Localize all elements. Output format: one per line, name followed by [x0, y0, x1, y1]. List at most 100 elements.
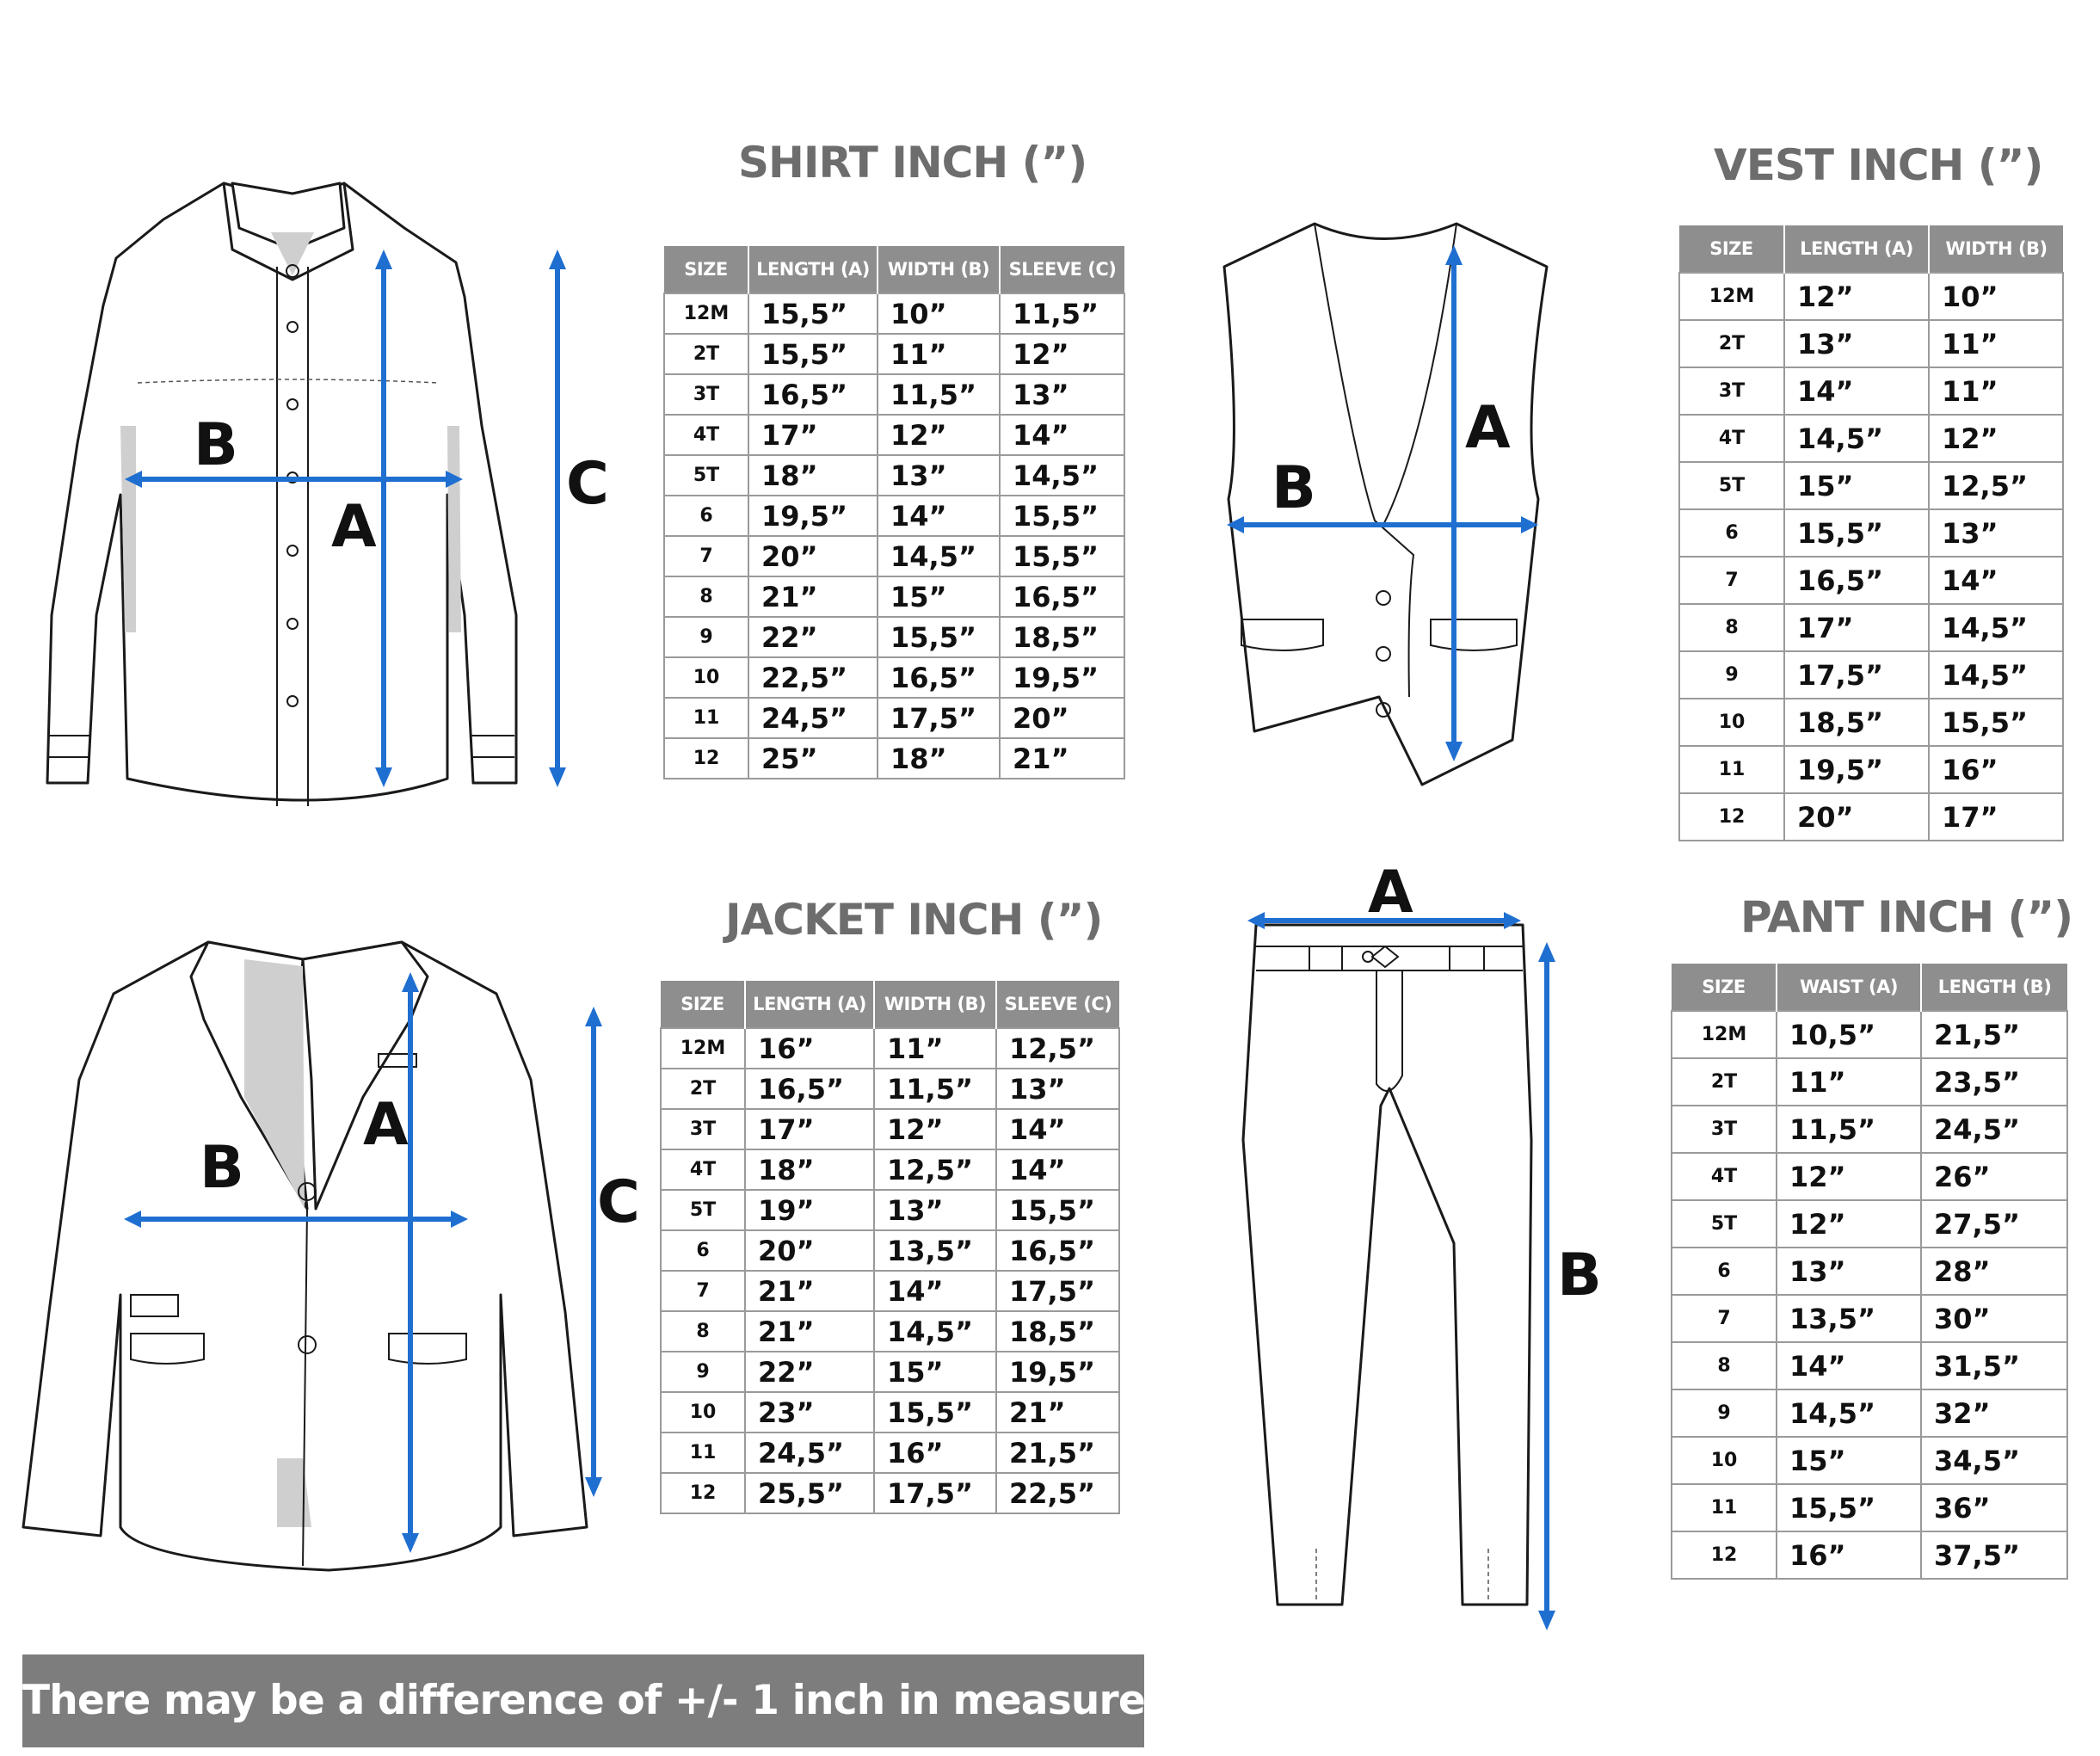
size-cell: 2T: [1671, 1057, 1777, 1106]
measurement-cell: 18,5”: [999, 616, 1125, 658]
size-cell: 3T: [1671, 1105, 1777, 1154]
measurement-cell: 15,5”: [1928, 698, 2064, 747]
measurement-cell: 15,5”: [877, 616, 1001, 658]
measurement-cell: 21”: [748, 576, 878, 618]
size-cell: 12: [1678, 792, 1785, 841]
measurement-cell: 20”: [748, 535, 878, 577]
size-cell: 8: [660, 1310, 746, 1352]
shirt-label-c: C: [566, 450, 609, 518]
measurement-cell: 14”: [999, 414, 1125, 456]
measurement-cell: 16”: [873, 1432, 997, 1474]
measurement-cell: 21,5”: [995, 1432, 1120, 1474]
col-header: LENGTH (A): [745, 981, 875, 1028]
shirt-label-a: A: [331, 493, 377, 561]
measurement-cell: 21”: [995, 1391, 1120, 1433]
measurement-cell: 17”: [748, 414, 878, 456]
measurement-cell: 14”: [995, 1108, 1120, 1150]
col-header: WIDTH (B): [878, 246, 1001, 293]
jacket-title: JACKET INCH (”): [725, 895, 1103, 945]
measurement-cell: 12”: [1928, 414, 2064, 463]
size-cell: 12M: [1671, 1010, 1777, 1059]
pant-title: PANT INCH (”): [1740, 892, 2073, 942]
measurement-cell: 11”: [1928, 319, 2064, 368]
measurement-cell: 15,5”: [995, 1189, 1120, 1231]
measurement-cell: 20”: [1783, 792, 1930, 841]
measurement-cell: 22,5”: [748, 656, 878, 699]
size-cell: 7: [1678, 556, 1785, 605]
shirt-illustration: B A C: [46, 182, 609, 806]
col-header: SIZE: [661, 981, 746, 1028]
measurement-cell: 16,5”: [1783, 556, 1930, 605]
measurement-cell: 21,5”: [1920, 1010, 2068, 1059]
measurement-cell: 17,5”: [995, 1270, 1120, 1312]
measurement-cell: 21”: [999, 737, 1125, 779]
measurement-cell: 15,5”: [1783, 508, 1930, 558]
measurement-cell: 23,5”: [1920, 1057, 2068, 1106]
jacket-table: SIZE LENGTH (A) WIDTH (B) SLEEVE (C) 12M…: [660, 981, 1120, 1514]
measurement-cell: 12”: [1783, 272, 1930, 321]
col-header: SIZE: [1672, 964, 1777, 1011]
table-header-row: SIZE LENGTH (A) WIDTH (B): [1679, 225, 2063, 273]
measurement-cell: 13”: [999, 373, 1125, 416]
measurement-cell: 15,5”: [748, 293, 878, 335]
measurement-cell: 17”: [744, 1108, 875, 1150]
measurement-cell: 17”: [1928, 792, 2064, 841]
measurement-cell: 11”: [877, 333, 1001, 375]
shirt-label-b: B: [194, 411, 238, 479]
col-header: LENGTH (A): [748, 246, 878, 293]
col-header: SLEEVE (C): [996, 981, 1119, 1028]
measurement-cell: 36”: [1920, 1483, 2068, 1532]
measurement-cell: 11”: [1776, 1057, 1922, 1106]
measurement-cell: 13”: [1783, 319, 1930, 368]
jacket-label-c: C: [597, 1168, 640, 1236]
measurement-cell: 17,5”: [1783, 650, 1930, 699]
measurement-cell: 15,5”: [999, 495, 1125, 537]
measurement-cell: 14,5”: [1928, 650, 2064, 699]
col-header: WIDTH (B): [874, 981, 997, 1028]
measurement-cell: 11”: [1928, 367, 2064, 416]
measurement-cell: 12,5”: [873, 1149, 997, 1191]
size-cell: 10: [663, 656, 749, 699]
measurement-cell: 24,5”: [1920, 1105, 2068, 1154]
measurement-cell: 13,5”: [873, 1229, 997, 1272]
vest-illustration: B A: [1222, 222, 1549, 786]
size-cell: 4T: [1671, 1152, 1777, 1201]
size-cell: 6: [1678, 508, 1785, 558]
measurement-cell: 31,5”: [1920, 1341, 2068, 1390]
size-cell: 11: [660, 1432, 746, 1474]
col-header: WIDTH (B): [1929, 225, 2063, 273]
measurement-cell: 19”: [744, 1189, 875, 1231]
size-cell: 3T: [660, 1108, 746, 1150]
measurement-cell: 13”: [1928, 508, 2064, 558]
measurement-cell: 22”: [744, 1351, 875, 1393]
measurement-cell: 10”: [1928, 272, 2064, 321]
measurement-cell: 15,5”: [1776, 1483, 1922, 1532]
measurement-cell: 37,5”: [1920, 1531, 2068, 1580]
size-cell: 8: [1671, 1341, 1777, 1390]
size-cell: 4T: [1678, 414, 1785, 463]
measurement-cell: 15,5”: [999, 535, 1125, 577]
